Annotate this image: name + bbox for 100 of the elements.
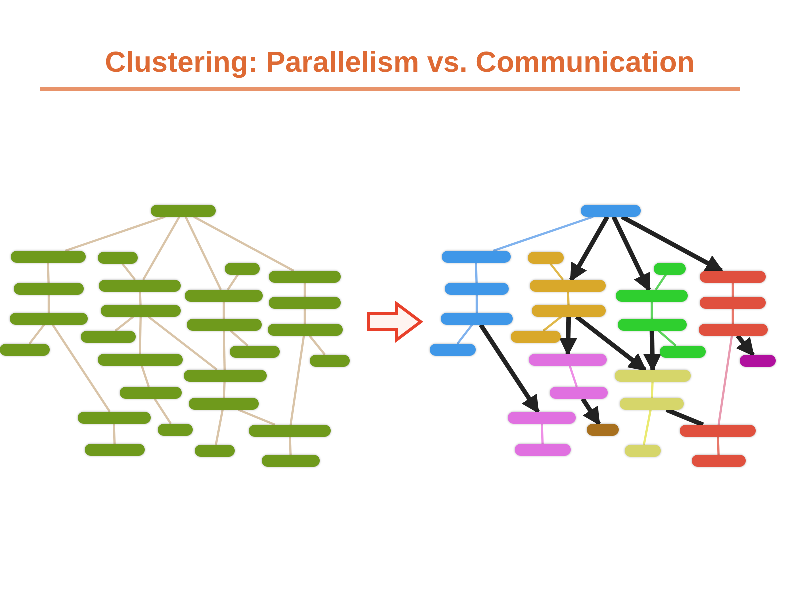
task-node bbox=[586, 424, 620, 436]
task-node bbox=[310, 355, 350, 367]
task-node bbox=[530, 280, 606, 292]
task-node bbox=[508, 412, 576, 424]
task-node bbox=[740, 355, 776, 367]
task-node bbox=[224, 263, 260, 275]
connector bbox=[621, 215, 724, 273]
connector bbox=[717, 436, 720, 456]
connector bbox=[479, 324, 540, 414]
task-node bbox=[692, 455, 746, 467]
connector bbox=[113, 424, 116, 444]
connector bbox=[223, 382, 226, 398]
task-node bbox=[442, 251, 510, 263]
task-node bbox=[614, 370, 692, 382]
task-node bbox=[14, 283, 84, 295]
connector bbox=[222, 302, 226, 319]
task-node bbox=[528, 354, 608, 366]
slide-title: Clustering: Parallelism vs. Communication bbox=[104, 46, 696, 81]
connector bbox=[655, 274, 667, 291]
connector bbox=[140, 366, 150, 388]
connector bbox=[238, 408, 276, 426]
task-node bbox=[698, 324, 768, 336]
task-node bbox=[184, 370, 266, 382]
connector bbox=[28, 324, 46, 345]
connector bbox=[230, 330, 249, 347]
task-node bbox=[120, 387, 182, 399]
connector bbox=[215, 410, 224, 446]
block-arrow bbox=[368, 301, 424, 343]
task-node bbox=[249, 425, 331, 437]
connector bbox=[493, 216, 594, 252]
task-node bbox=[150, 205, 216, 217]
task-node bbox=[10, 313, 88, 325]
task-node bbox=[441, 313, 513, 325]
connector bbox=[644, 330, 662, 372]
task-node bbox=[680, 425, 756, 437]
task-node bbox=[99, 280, 181, 292]
task-node bbox=[158, 424, 192, 436]
connector bbox=[476, 295, 478, 313]
connector bbox=[47, 262, 50, 284]
task-node bbox=[195, 445, 235, 457]
task-node bbox=[700, 297, 766, 309]
task-node bbox=[78, 412, 150, 424]
task-node bbox=[550, 387, 608, 399]
task-node bbox=[515, 444, 571, 456]
connector bbox=[227, 274, 239, 291]
connector bbox=[194, 216, 294, 272]
connector bbox=[732, 309, 734, 324]
task-node bbox=[101, 305, 181, 317]
connector bbox=[475, 262, 478, 284]
task-node bbox=[430, 344, 476, 356]
connector bbox=[65, 216, 166, 252]
task-node bbox=[262, 455, 320, 467]
task-node bbox=[269, 297, 341, 309]
connector bbox=[122, 263, 136, 281]
connector bbox=[651, 382, 654, 398]
connector bbox=[550, 263, 564, 281]
connector bbox=[184, 216, 222, 290]
task-node bbox=[618, 319, 686, 331]
connector bbox=[736, 334, 755, 357]
task-node bbox=[620, 398, 684, 410]
task-node bbox=[616, 290, 688, 302]
task-node bbox=[624, 445, 662, 457]
connector bbox=[304, 309, 306, 324]
connector bbox=[148, 316, 218, 371]
connector bbox=[650, 302, 654, 319]
connector bbox=[568, 366, 578, 388]
connector bbox=[559, 316, 578, 356]
task-node bbox=[85, 444, 145, 456]
connector bbox=[732, 283, 734, 297]
connector bbox=[154, 398, 172, 425]
connector bbox=[658, 330, 677, 347]
task-node bbox=[186, 319, 262, 331]
connector bbox=[569, 216, 610, 282]
task-node bbox=[230, 346, 280, 358]
task-node bbox=[510, 331, 562, 343]
connector bbox=[139, 316, 142, 354]
connector bbox=[289, 436, 292, 456]
task-node bbox=[268, 324, 342, 336]
connector bbox=[114, 316, 134, 332]
connector bbox=[542, 316, 562, 332]
connector bbox=[541, 424, 544, 444]
connector bbox=[52, 324, 111, 413]
connector bbox=[290, 336, 306, 426]
task-node bbox=[700, 271, 766, 283]
task-node bbox=[189, 398, 259, 410]
connector bbox=[223, 330, 226, 370]
task-node bbox=[528, 252, 564, 264]
connector bbox=[304, 283, 306, 297]
task-node bbox=[581, 205, 641, 217]
task-node bbox=[185, 290, 263, 302]
task-node bbox=[444, 283, 510, 295]
connector bbox=[666, 408, 704, 428]
connector bbox=[139, 292, 142, 306]
task-node bbox=[80, 331, 136, 343]
task-node bbox=[654, 263, 686, 275]
connector bbox=[581, 398, 601, 426]
connector bbox=[48, 295, 50, 313]
connector bbox=[612, 216, 652, 292]
connector bbox=[456, 324, 474, 345]
task-node bbox=[98, 252, 138, 264]
